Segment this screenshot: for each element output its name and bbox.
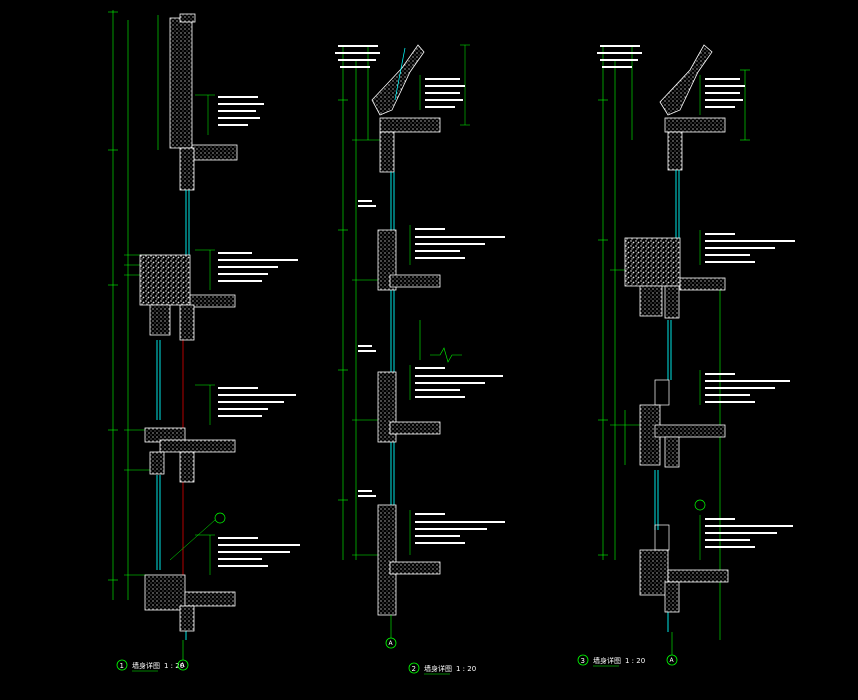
section-1-number: 1 [120, 662, 124, 670]
section-1-detail-marker [214, 512, 226, 524]
section-3-glass [654, 170, 680, 632]
section-1: 1 墙身详图 1 : 20 A [108, 10, 300, 672]
section-1-floor-slab-2 [144, 427, 236, 483]
section-3-dimension-chain [598, 45, 750, 640]
section-3-scale: 1 : 20 [625, 657, 645, 665]
section-1-notes [195, 94, 215, 575]
section-2-title: 墙身详图 [424, 664, 452, 673]
section-3-floor-slab-3 [639, 524, 729, 613]
section-1-note-text [218, 96, 300, 567]
section-1-title-circle [116, 659, 128, 671]
section-2-title-circle [408, 662, 420, 674]
section-1-scale: 1 : 20 [164, 662, 184, 670]
section-2-floor-slab-3 [377, 504, 441, 616]
section-3-title-circle [577, 654, 589, 666]
section-1-floor-slab-1 [139, 254, 236, 341]
section-1-floor-slab-3 [144, 574, 236, 632]
section-1-title: 墙身详图 [132, 661, 160, 670]
section-1-detail-leader [169, 519, 216, 561]
section-3-axis-label: A [670, 657, 675, 664]
section-2-floor-slab-1 [377, 229, 441, 291]
section-2-note-text [335, 45, 505, 544]
section-3-title: 墙身详图 [593, 656, 621, 665]
section-2-break-mark [430, 347, 462, 363]
section-2: 2 墙身详图 1 : 20 A [335, 44, 505, 675]
section-3-number: 3 [581, 657, 585, 665]
section-1-axis-label: A [181, 662, 186, 669]
section-3-detail-marker [694, 499, 706, 511]
section-2-glass [390, 47, 406, 505]
section-2-axis-label: A [389, 640, 394, 647]
section-2-floor-slab-2 [377, 371, 441, 443]
section-3-floor-slab-1 [624, 237, 726, 319]
section-1-parapet [169, 13, 238, 191]
section-2-scale: 1 : 20 [456, 665, 476, 673]
section-3-floor-slab-2 [639, 379, 726, 468]
section-3: 3 墙身详图 1 : 20 A [577, 44, 795, 667]
section-2-canopy [371, 44, 441, 173]
section-3-canopy [659, 44, 726, 171]
section-3-note-text [597, 45, 795, 548]
section-2-number: 2 [412, 665, 416, 673]
